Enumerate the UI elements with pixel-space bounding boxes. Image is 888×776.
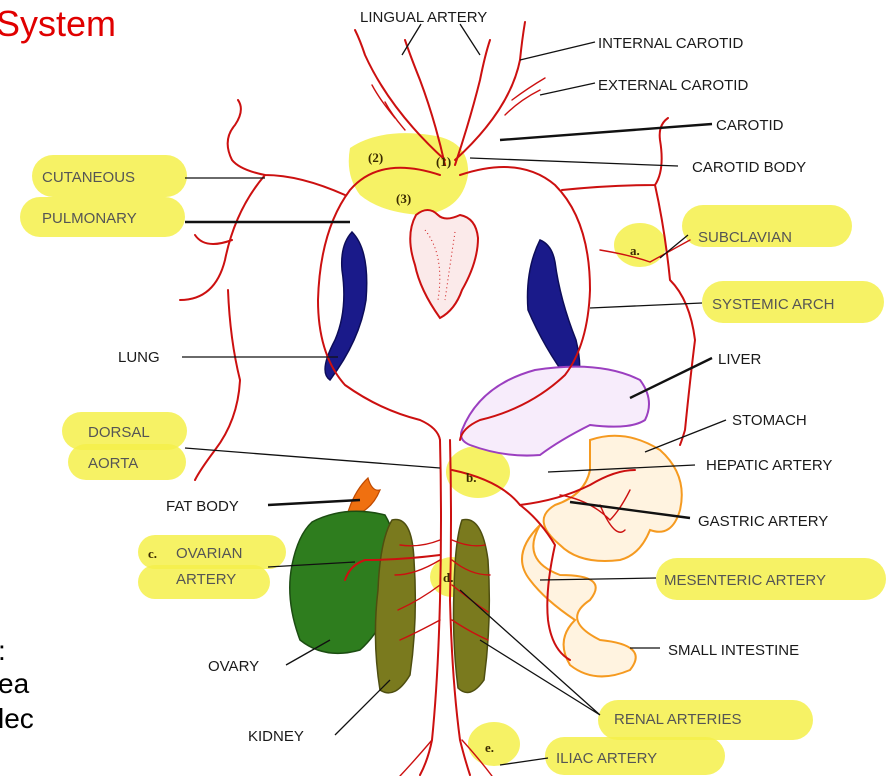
marker-e: e.: [485, 740, 494, 755]
fat-body: [348, 478, 380, 512]
leader-carotid: [500, 124, 712, 140]
label-ovary: OVARY: [208, 658, 259, 675]
leader-kidney: [335, 680, 390, 735]
vessel-branches-left: [372, 85, 405, 130]
label-fat-body: FAT BODY: [166, 498, 239, 515]
marker-2: (2): [368, 150, 383, 165]
label-carotid-body: CAROTID BODY: [692, 159, 806, 176]
cut-text-fragment: ea: [0, 668, 30, 699]
label-kidney: KIDNEY: [248, 728, 304, 745]
marker-3: (3): [396, 191, 411, 206]
vessel-cutaneous-left: [228, 100, 345, 195]
label-dorsal: DORSAL: [88, 424, 150, 441]
label-small-intestine: SMALL INTESTINE: [668, 642, 799, 659]
leader-internal-carotid: [520, 42, 595, 60]
slide-title: System: [0, 3, 116, 44]
vessel-branches-right: [505, 78, 545, 115]
label-lingual-artery: LINGUAL ARTERY: [360, 9, 487, 26]
label-gastric-artery: GASTRIC ARTERY: [698, 513, 828, 530]
vessel-cutaneous-branches: [180, 175, 265, 300]
label-cutaneous: CUTANEOUS: [42, 169, 135, 186]
label-external-carotid: EXTERNAL CAROTID: [598, 77, 748, 94]
leader-liver: [630, 358, 712, 398]
stomach: [544, 436, 682, 561]
label-iliac-artery: ILIAC ARTERY: [556, 750, 657, 767]
marker-b: b.: [466, 470, 476, 485]
label-hepatic-artery: HEPATIC ARTERY: [706, 457, 832, 474]
label-renal-arteries: RENAL ARTERIES: [614, 711, 742, 728]
lung-left: [325, 232, 367, 380]
heart: [410, 210, 478, 318]
leader-dorsal-aorta: [185, 448, 440, 468]
marker-d: d.: [443, 570, 453, 585]
vessel-dorsal-aorta-left: [420, 440, 441, 775]
label-mesenteric-artery: MESENTERIC ARTERY: [664, 572, 826, 589]
cut-text-fragment: :: [0, 635, 6, 666]
leader-fat-body: [268, 500, 360, 505]
label-subclavian: SUBCLAVIAN: [698, 229, 792, 246]
label-liver: LIVER: [718, 351, 762, 368]
label-systemic-arch: SYSTEMIC ARCH: [712, 296, 835, 313]
highlight-marker-a: [614, 223, 666, 267]
label-lung: LUNG: [118, 349, 160, 366]
cut-text-fragment: lec: [0, 703, 34, 734]
label-stomach: STOMACH: [732, 412, 807, 429]
leader-external-carotid: [540, 83, 595, 95]
marker-a: a.: [630, 243, 640, 258]
leader-carotid-body: [470, 158, 678, 166]
label-internal-carotid: INTERNAL CAROTID: [598, 35, 743, 52]
label-ovarian: OVARIAN: [176, 545, 242, 562]
label-aorta: AORTA: [88, 455, 138, 472]
label-carotid: CAROTID: [716, 117, 784, 134]
label-pulmonary: PULMONARY: [42, 210, 137, 227]
marker-c: c.: [148, 546, 157, 561]
leader-lingual: [402, 24, 480, 55]
vessel-lingual-right: [455, 40, 490, 165]
marker-1: (1): [436, 154, 451, 169]
label-artery: ARTERY: [176, 571, 236, 588]
leader-systemic-arch: [590, 303, 702, 308]
